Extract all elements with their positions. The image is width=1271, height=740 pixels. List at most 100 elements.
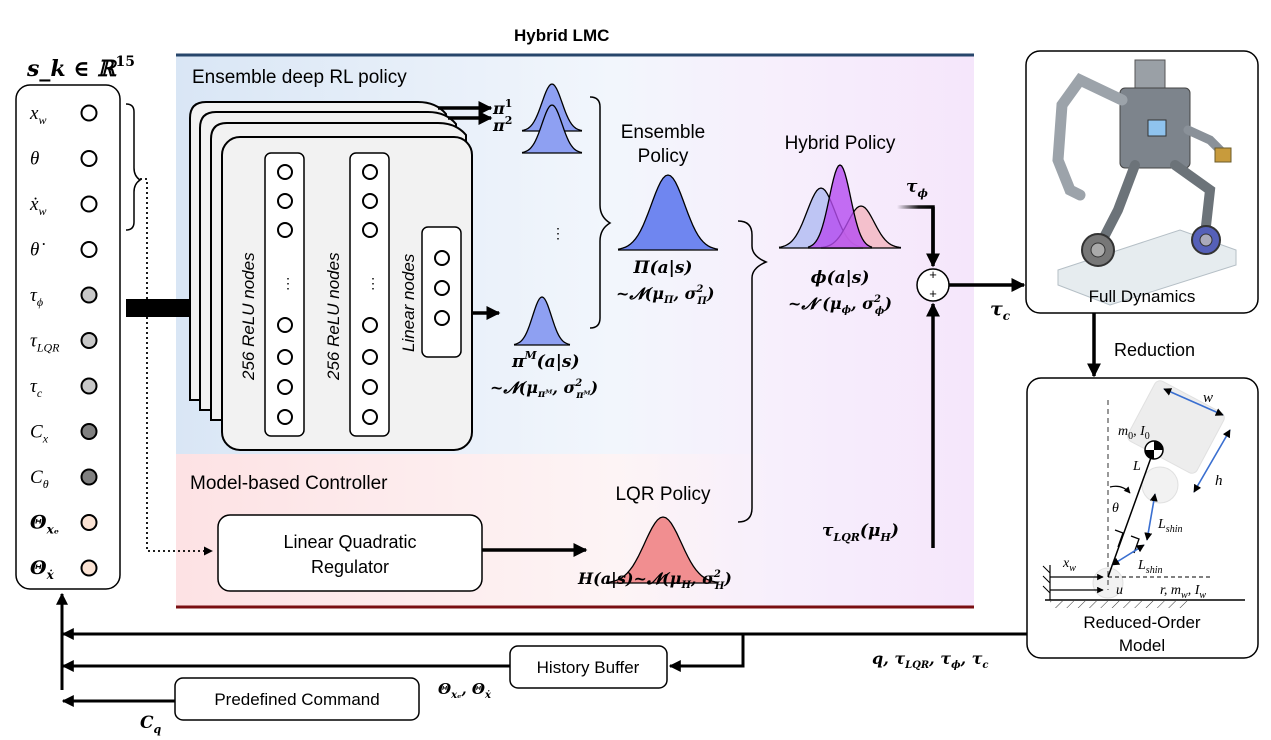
svg-text:s_k ∈ ℝ15: s_k ∈ ℝ15	[26, 54, 135, 82]
mb-section-label: Model-based Controller	[190, 473, 388, 494]
relu-node	[362, 379, 378, 395]
wheel-params-label: r, mw, Iw	[1160, 583, 1206, 601]
feedback-signals-label: q, τLQR, τϕ, τc	[872, 649, 988, 671]
gaussian-pi2	[522, 105, 582, 153]
state-item-label: Θẋ	[30, 557, 55, 582]
reduced-model-sketch	[1042, 380, 1245, 608]
relu-node	[362, 317, 378, 333]
state-item-label: Cθ	[30, 467, 49, 491]
robot-illustration	[1052, 59, 1237, 306]
linear-node	[434, 310, 450, 326]
reduced-model-label-1: Reduced-Order	[1083, 613, 1201, 632]
state-vector-header: s_k ∈ ℝ15	[26, 54, 135, 82]
relu-node	[362, 164, 378, 180]
ensemble-policy-formula: Π(a|s)	[633, 258, 693, 278]
state-vector-label: s_k ∈ ℝ	[26, 56, 117, 82]
feedback-to-history	[668, 634, 745, 672]
network-stack: 256 ReLU nodes 256 ReLU nodes Linear nod…	[189, 101, 473, 451]
center-of-mass-icon	[1144, 440, 1164, 460]
hybrid-policy-label: Hybrid Policy	[785, 133, 896, 154]
state-node	[80, 195, 98, 213]
state-node	[80, 423, 98, 440]
diagram-title: Hybrid LMC	[514, 26, 609, 45]
robot-gripper	[1214, 147, 1232, 163]
relu-node	[362, 349, 378, 365]
shin-label-lower: Lshin	[1137, 558, 1162, 576]
state-to-lqr-dotted	[140, 178, 213, 556]
relu-node	[277, 317, 293, 333]
relu-layer-1-label: 256 ReLU nodes	[239, 252, 258, 381]
state-node	[80, 286, 98, 304]
predefined-command-box	[174, 677, 420, 721]
state-node	[80, 559, 98, 577]
tau-lqr-label: τLQR(μH)	[822, 521, 899, 544]
state-item-label: τϕ	[30, 285, 43, 309]
predefined-command-label: Predefined Command	[214, 690, 379, 709]
hybrid-policy-formula: ϕ(a|s)	[811, 268, 870, 288]
history-buffer-label: History Buffer	[537, 658, 640, 677]
robot-ground-ramp	[1057, 229, 1237, 306]
reduction-label: Reduction	[1114, 340, 1195, 360]
mass-inertia-label: m0, I0	[1118, 424, 1150, 442]
linear-layer-label: Linear nodes	[399, 253, 418, 352]
state-node	[80, 150, 98, 167]
relu-node	[277, 222, 293, 238]
piM-formula: πM(a|s)	[511, 349, 580, 372]
state-node	[80, 104, 98, 122]
linear-node	[434, 250, 450, 266]
network-nodes	[277, 164, 450, 425]
relu-layer-2	[349, 152, 390, 437]
robot-left-leg	[1095, 160, 1140, 250]
relu-node	[362, 222, 378, 238]
xw-label: xw	[1062, 556, 1076, 574]
ensemble-policy-label-1: Ensemble	[621, 122, 706, 143]
tau-phi-label: τϕ	[906, 177, 928, 200]
ensemble-policy-label-2: Policy	[638, 146, 689, 167]
state-item-label: τLQR	[30, 331, 60, 355]
input-u-label: u	[1116, 583, 1123, 598]
history-output-label: Θxₑ, Θẋ	[438, 680, 492, 701]
hybrid-brace	[737, 220, 768, 523]
state-item-label: τc	[30, 376, 43, 400]
relu-node	[362, 193, 378, 209]
tau-c-label: τc	[990, 298, 1011, 323]
gaussian-ensemble	[618, 175, 718, 250]
shin-label-upper: Lshin	[1157, 517, 1182, 535]
full-dynamics-label: Full Dynamics	[1089, 287, 1196, 306]
state-subset-brace	[125, 103, 142, 231]
relu-node	[277, 379, 293, 395]
sum-plus-top: +	[929, 267, 937, 282]
robot-right-leg	[1170, 160, 1216, 240]
shin-upper-dimension	[1144, 493, 1158, 541]
state-item-label: ẋw	[29, 194, 46, 218]
state-item-label: Θxₑ	[30, 512, 59, 537]
relu-node	[277, 164, 293, 180]
state-vector-dim: 15	[116, 54, 135, 70]
robot-screen	[1147, 119, 1167, 137]
sum-plus-bottom: +	[929, 286, 937, 301]
gaussian-lqr	[608, 517, 718, 583]
relu-node	[362, 409, 378, 425]
pi2-label: π2	[492, 114, 512, 135]
command-label: Cq	[140, 713, 162, 736]
linear-node	[434, 280, 450, 296]
state-node	[80, 241, 98, 258]
state-item-label: Cx	[30, 422, 49, 446]
relu-layer-2-ellipsis: ⋮	[366, 276, 380, 292]
lqr-box-line1: Linear Quadratic	[283, 532, 416, 552]
ensemble-brace	[589, 96, 612, 329]
state-node	[80, 468, 98, 486]
height-dimension	[1193, 429, 1231, 493]
relu-node	[277, 409, 293, 425]
gaussian-curves	[513, 83, 902, 584]
length-label: L	[1132, 459, 1141, 474]
ensemble-ellipsis: ⋮	[551, 226, 565, 242]
gaussian-piM	[514, 297, 570, 345]
relu-layer-1-ellipsis: ⋮	[281, 276, 295, 292]
state-item-label: xw	[29, 103, 46, 127]
shin-lower-dimension	[1111, 544, 1145, 566]
rl-section-label: Ensemble deep RL policy	[192, 67, 407, 88]
